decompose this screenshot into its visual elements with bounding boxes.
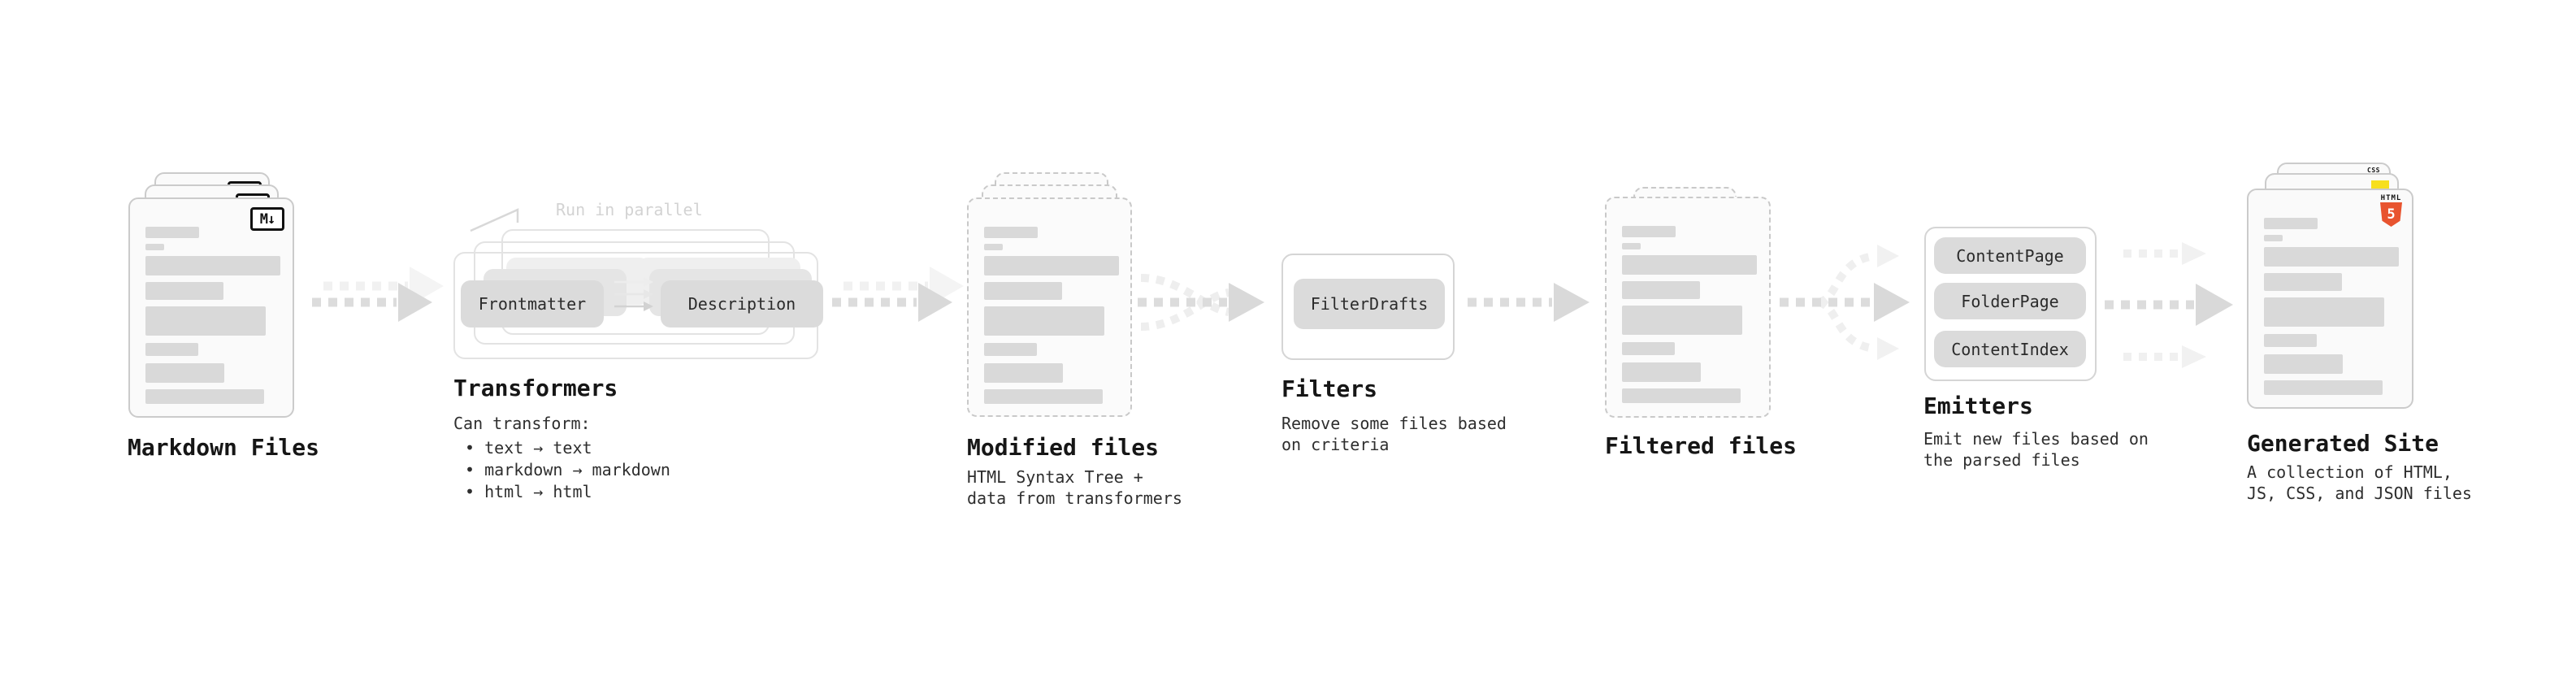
placeholder-bar (1622, 243, 1641, 249)
emitters-caption-line2: the parsed files (1923, 450, 2080, 470)
html5-file-icon: HTML 5 (2380, 194, 2402, 227)
placeholder-bar (2264, 334, 2317, 347)
placeholder-bar (984, 282, 1062, 300)
generated-html-card: HTML 5 (2247, 189, 2413, 409)
markdown-file-card-front: M↓ (128, 197, 294, 418)
emitters-label: Emitters (1923, 393, 2033, 419)
placeholder-bar (1622, 226, 1676, 237)
filters-caption-line2: on criteria (1281, 435, 1390, 454)
pill-to-pill-arrows (614, 277, 653, 311)
placeholder-bar (2264, 235, 2283, 241)
transformers-bullet-list: text → text markdown → markdown html → h… (465, 437, 670, 503)
placeholder-bar (2264, 380, 2383, 395)
placeholder-bar (2264, 297, 2384, 327)
note-leader-line (470, 208, 519, 232)
placeholder-bar (2264, 218, 2318, 229)
placeholder-bar (2264, 273, 2342, 291)
placeholder-bar (145, 343, 198, 356)
arrow-markdown-to-transformers (312, 267, 444, 322)
folderpage-pill: FolderPage (1934, 283, 2086, 319)
placeholder-bar (1622, 388, 1741, 403)
contentpage-pill: ContentPage (1934, 237, 2086, 274)
generated-site-label: Generated Site (2247, 430, 2439, 457)
placeholder-bar (145, 363, 224, 383)
generated-site-caption-line1: A collection of HTML, (2247, 462, 2452, 482)
placeholder-bar (984, 363, 1063, 383)
frontmatter-pill: Frontmatter (461, 280, 604, 327)
placeholder-bar (1622, 306, 1742, 335)
arrow-emitters-to-generated (2105, 242, 2233, 368)
placeholder-bar (145, 227, 199, 238)
filters-caption-line1: Remove some files based (1281, 414, 1507, 433)
modified-file-card-front (967, 197, 1132, 417)
filterdrafts-pill: FilterDrafts (1294, 279, 1445, 329)
markdown-icon-text: M↓ (259, 210, 276, 228)
placeholder-bar (984, 244, 1003, 250)
bullet-item: html → html (465, 481, 670, 503)
filtered-file-card-front (1605, 197, 1771, 418)
emitters-caption-line1: Emit new files based on (1923, 429, 2149, 449)
js-file-icon (2371, 180, 2389, 189)
placeholder-bar (1622, 255, 1757, 275)
generated-site-caption-line2: JS, CSS, and JSON files (2247, 484, 2472, 503)
placeholder-bar (984, 227, 1038, 238)
run-in-parallel-note: Run in parallel (556, 200, 703, 219)
arrow-filtered-to-emitters (1780, 245, 1910, 360)
bullet-item: text → text (465, 437, 670, 459)
placeholder-bar (984, 389, 1103, 404)
placeholder-bar (145, 256, 280, 275)
placeholder-bar (984, 343, 1037, 356)
markdown-icon: M↓ (250, 207, 284, 231)
placeholder-bar (1622, 362, 1701, 382)
placeholder-bar (2264, 247, 2399, 267)
css-icon-label: CSS (2367, 167, 2380, 174)
placeholder-bar (145, 306, 266, 336)
placeholder-bar (145, 389, 264, 404)
html5-icon-label: HTML (2380, 194, 2402, 202)
filtered-files-label: Filtered files (1605, 432, 1798, 459)
modified-files-caption-line1: HTML Syntax Tree + (967, 467, 1143, 487)
html5-icon-shield: 5 (2380, 202, 2402, 227)
modified-files-label: Modified files (967, 434, 1160, 461)
placeholder-bar (984, 256, 1119, 275)
markdown-files-label: Markdown Files (128, 434, 320, 461)
placeholder-bar (984, 306, 1104, 336)
description-pill: Description (661, 280, 823, 327)
placeholder-bar (145, 282, 223, 300)
placeholder-bar (1622, 342, 1675, 355)
filters-label: Filters (1281, 375, 1378, 402)
arrow-modified-to-filters (1138, 274, 1264, 331)
placeholder-bar (145, 244, 164, 250)
transformers-label: Transformers (453, 375, 618, 401)
placeholder-bar (2264, 354, 2343, 374)
transformers-caption-title: Can transform: (453, 414, 591, 433)
placeholder-bar (1622, 281, 1700, 299)
modified-files-caption-line2: data from transformers (967, 488, 1182, 508)
arrow-transformers-to-modified (832, 267, 964, 322)
arrow-filters-to-filtered (1468, 283, 1589, 322)
bullet-item: markdown → markdown (465, 459, 670, 481)
contentindex-pill: ContentIndex (1934, 331, 2086, 367)
